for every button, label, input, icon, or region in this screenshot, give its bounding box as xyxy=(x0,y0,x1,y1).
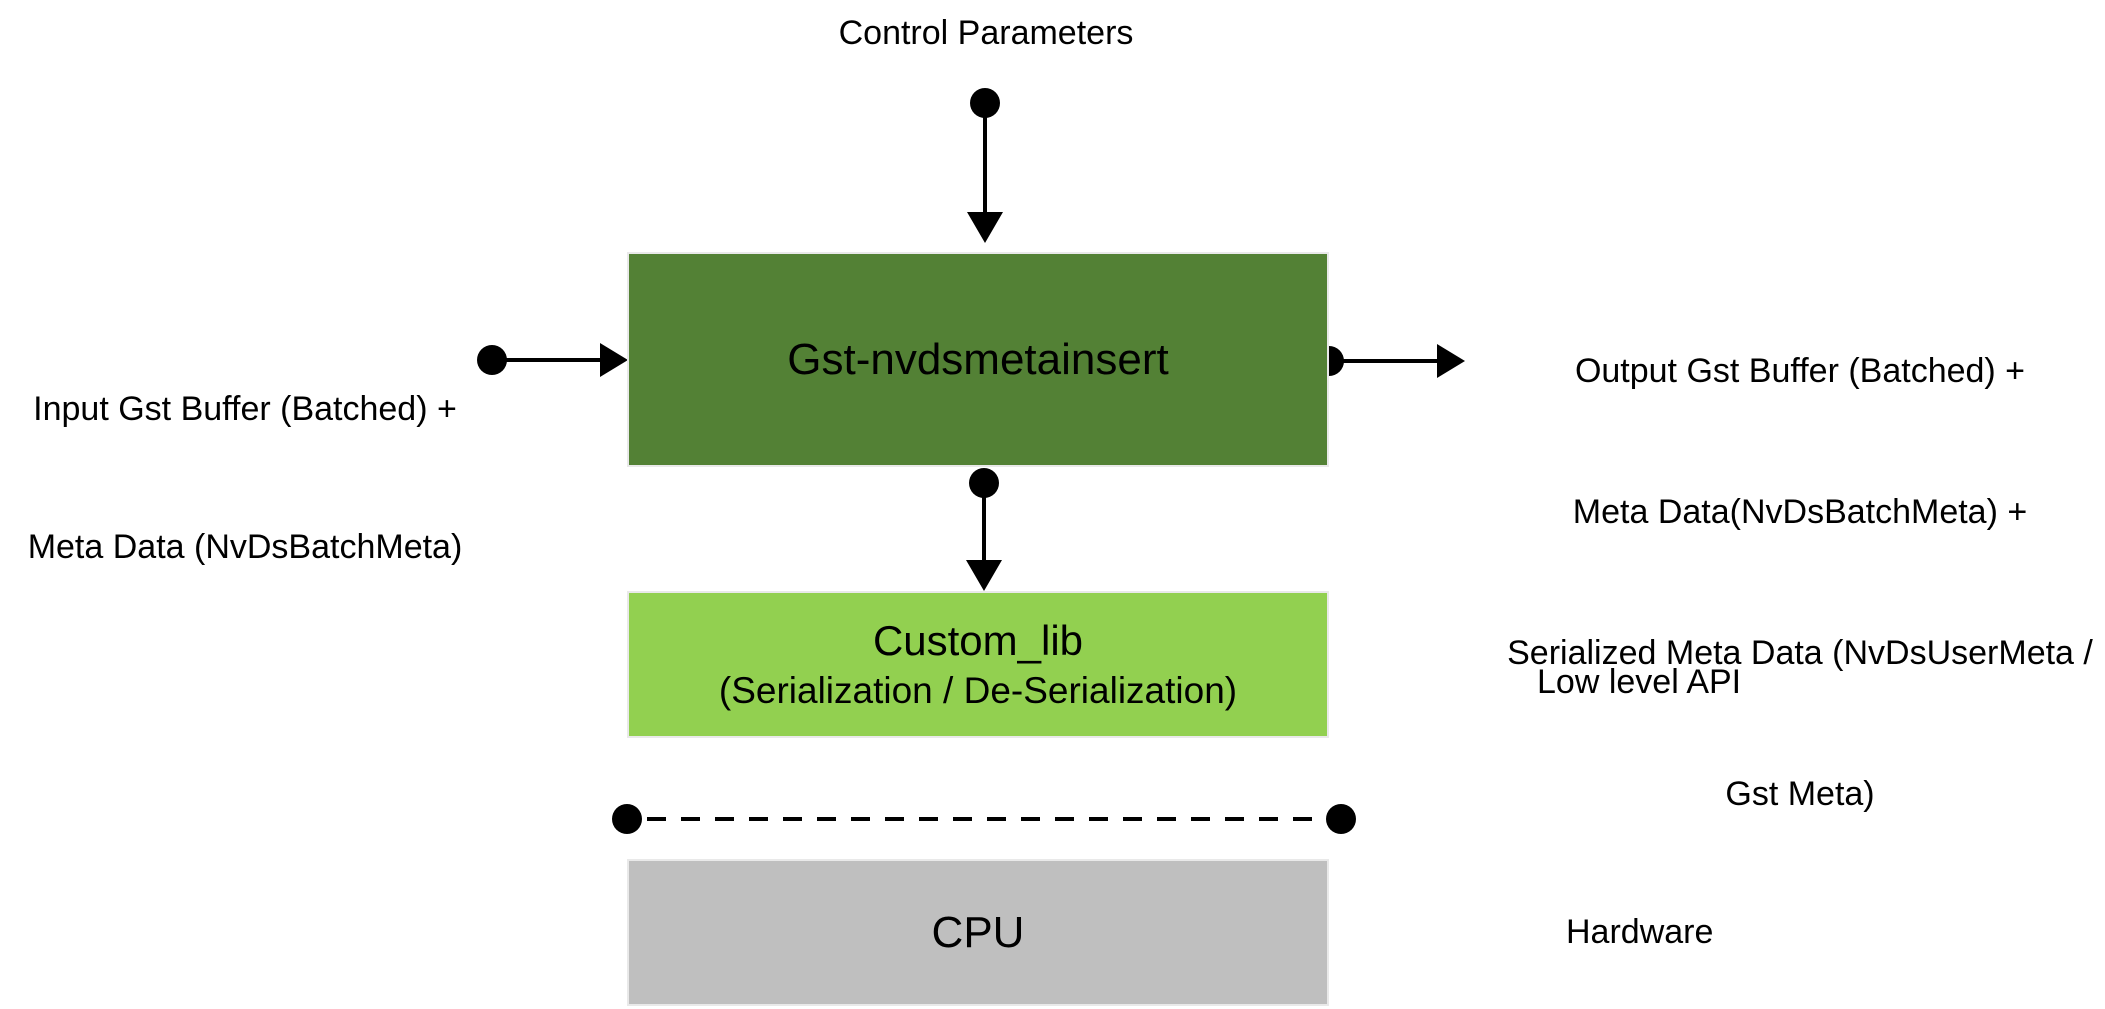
connector-dot xyxy=(612,804,642,834)
arrowhead-right-icon xyxy=(600,343,628,377)
output-buffer-label-line3: Serialized Meta Data (NvDsUserMeta / xyxy=(1507,634,2093,672)
output-buffer-label: Output Gst Buffer (Batched) + Meta Data(… xyxy=(1500,254,2100,912)
low-level-api-label: Low level API xyxy=(1537,663,1742,701)
control-params-arrow xyxy=(967,88,1003,243)
connector-dot xyxy=(970,88,1000,118)
custom-lib-box: Custom_lib (Serialization / De-Serializa… xyxy=(627,591,1329,738)
gst-nvdsmetainsert-box: Gst-nvdsmetainsert xyxy=(627,252,1329,467)
custom-lib-subtitle: (Serialization / De-Serialization) xyxy=(718,669,1238,711)
arrowhead-down-icon xyxy=(967,212,1003,243)
connector-dot xyxy=(477,345,507,375)
gst-nvdsmetainsert-label: Gst-nvdsmetainsert xyxy=(787,334,1169,384)
arrowhead-down-icon xyxy=(966,560,1002,591)
input-arrow xyxy=(477,343,628,377)
cpu-box: CPU xyxy=(627,859,1329,1006)
input-buffer-label-line2: Meta Data (NvDsBatchMeta) xyxy=(27,528,463,566)
output-buffer-label-line2: Meta Data(NvDsBatchMeta) + xyxy=(1572,493,2028,531)
custom-lib-title: Custom_lib xyxy=(872,616,1084,664)
connector-dot xyxy=(1326,804,1356,834)
control-parameters-label: Control Parameters xyxy=(838,14,1134,52)
arrowhead-right-icon xyxy=(1437,344,1465,378)
output-buffer-label-line4: Gst Meta) xyxy=(1725,775,1875,813)
input-buffer-label: Input Gst Buffer (Batched) + Meta Data (… xyxy=(10,294,480,662)
output-arrow xyxy=(1314,344,1465,378)
custom-lib-arrow xyxy=(966,468,1002,591)
hardware-boundary-dashed-line xyxy=(612,804,1356,834)
connector-dot xyxy=(969,468,999,498)
hardware-label: Hardware xyxy=(1566,913,1714,951)
cpu-label: CPU xyxy=(931,907,1025,957)
output-buffer-label-line1: Output Gst Buffer (Batched) + xyxy=(1574,352,2026,390)
input-buffer-label-line1: Input Gst Buffer (Batched) + xyxy=(33,390,457,428)
